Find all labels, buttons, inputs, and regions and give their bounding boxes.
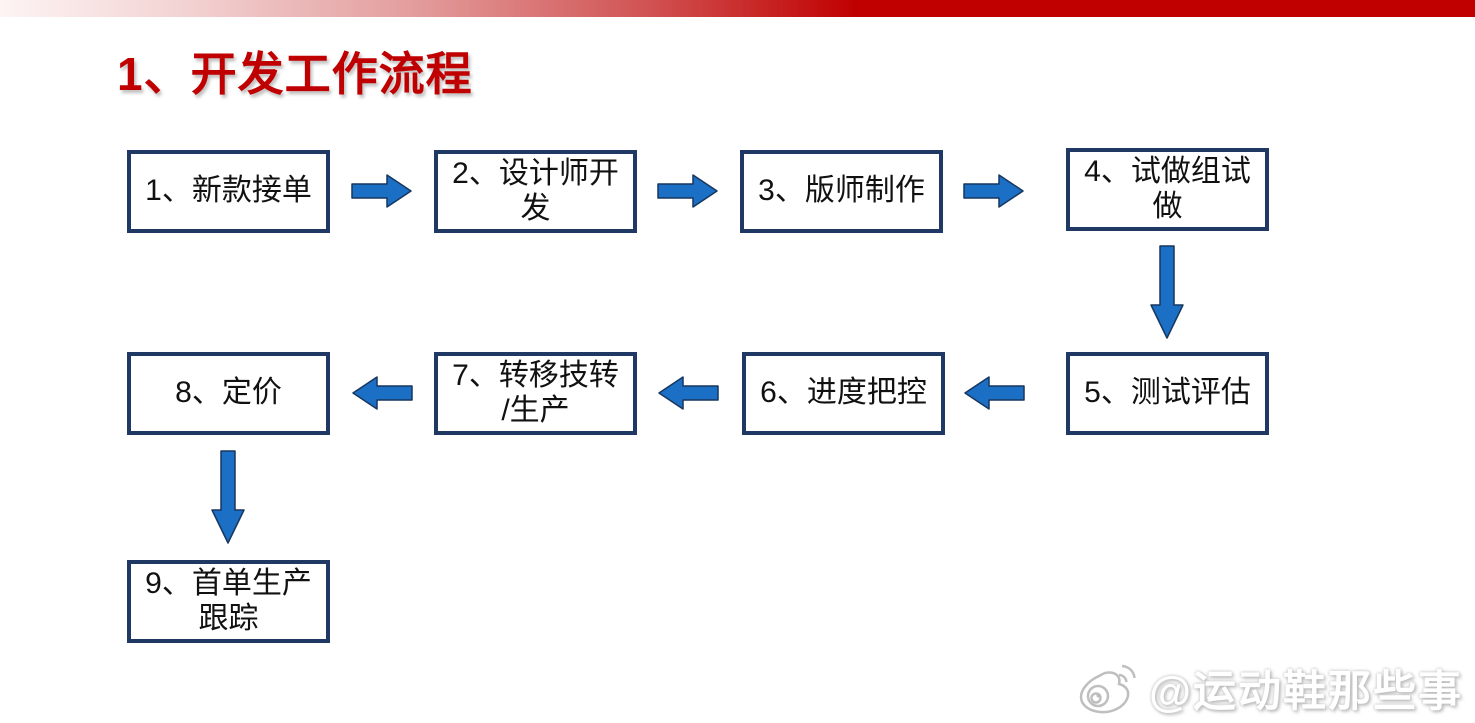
arrow-right-icon-1-2 — [351, 174, 412, 208]
arrow-left-icon-6-7 — [658, 376, 719, 410]
page-title: 1、开发工作流程 — [117, 48, 473, 100]
flow-box-7-label: 7、转移技转 /生产 — [452, 359, 619, 427]
arrow-down-icon-8-9 — [211, 450, 245, 544]
arrow-left-icon-5-6 — [964, 376, 1025, 410]
flow-box-6-label: 6、进度把控 — [760, 376, 927, 410]
flow-box-8-label: 8、定价 — [175, 376, 282, 410]
watermark-text: @运动鞋那些事 — [1149, 668, 1463, 716]
flow-box-4-label: 4、试做组试 做 — [1084, 155, 1251, 223]
weibo-icon — [1079, 664, 1136, 714]
arrow-down-icon-4-5 — [1150, 245, 1184, 339]
watermark: @运动鞋那些事 — [1075, 657, 1463, 719]
flow-box-8: 8、定价 — [127, 352, 330, 435]
flow-box-1-label: 1、新款接单 — [145, 174, 312, 208]
flow-box-2: 2、设计师开 发 — [434, 150, 637, 233]
flow-box-3: 3、版师制作 — [740, 150, 943, 233]
top-gradient-bar — [0, 0, 1475, 17]
arrow-right-icon-2-3 — [657, 174, 718, 208]
flow-box-1: 1、新款接单 — [127, 150, 330, 233]
flow-box-5-label: 5、测试评估 — [1084, 376, 1251, 410]
flow-box-9-label: 9、首单生产 跟踪 — [145, 567, 312, 635]
flow-box-9: 9、首单生产 跟踪 — [127, 560, 330, 643]
flow-box-2-label: 2、设计师开 发 — [452, 157, 619, 225]
flow-box-3-label: 3、版师制作 — [758, 174, 925, 208]
flow-box-4: 4、试做组试 做 — [1066, 148, 1269, 231]
flow-box-7: 7、转移技转 /生产 — [434, 352, 637, 435]
flow-box-6: 6、进度把控 — [742, 352, 945, 435]
arrow-left-icon-7-8 — [352, 376, 413, 410]
arrow-right-icon-3-4 — [963, 174, 1024, 208]
flow-box-5: 5、测试评估 — [1066, 352, 1269, 435]
